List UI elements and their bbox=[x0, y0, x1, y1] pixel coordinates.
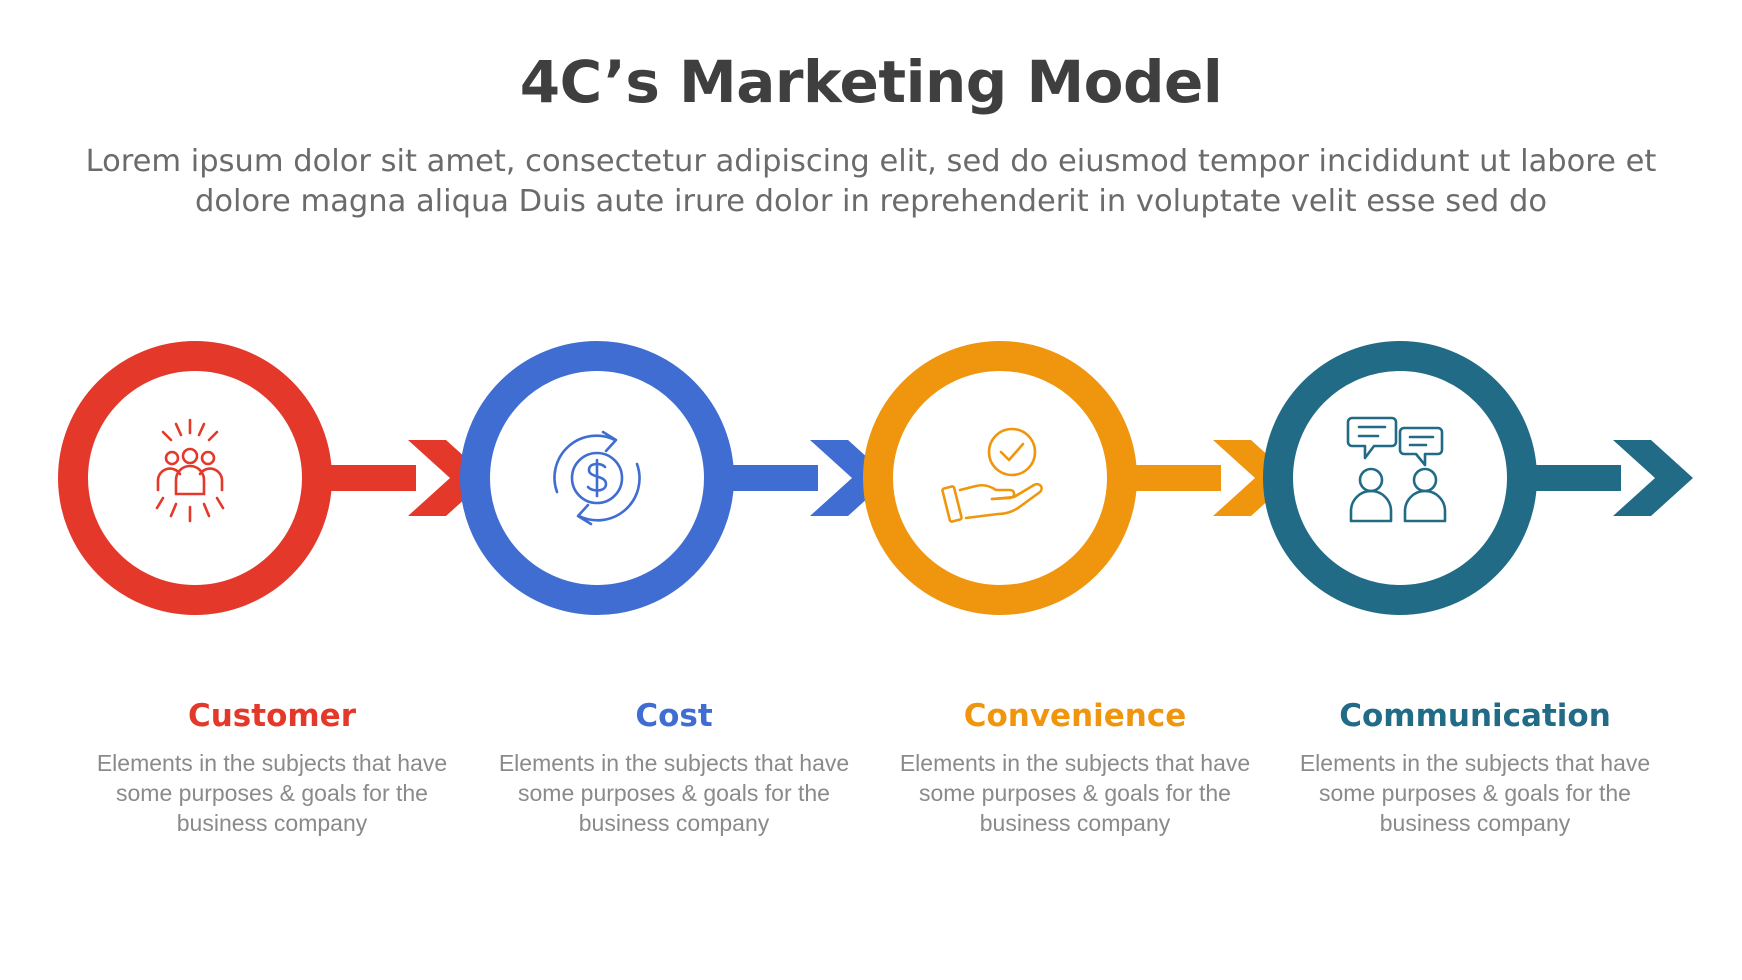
step-label-convenience: Convenience bbox=[963, 698, 1187, 734]
chat-people-icon bbox=[1346, 416, 1447, 523]
step-label-cost: Cost bbox=[635, 698, 713, 734]
step-communication bbox=[1263, 341, 1693, 615]
step-customer-arrow-shaft bbox=[326, 465, 416, 491]
step-communication-ring bbox=[1263, 341, 1537, 615]
step-communication-arrow-shaft bbox=[1531, 465, 1621, 491]
step-convenience-arrow-shaft bbox=[1131, 465, 1221, 491]
step-desc-customer: Elements in the subjects that have some … bbox=[96, 750, 448, 836]
step-cost bbox=[460, 341, 890, 615]
step-label-customer: Customer bbox=[187, 698, 356, 734]
step-customer bbox=[58, 341, 488, 615]
step-cost-ring bbox=[460, 341, 734, 615]
step-desc-convenience: Elements in the subjects that have some … bbox=[899, 750, 1251, 836]
step-label-communication: Communication bbox=[1339, 698, 1611, 734]
step-convenience bbox=[863, 341, 1293, 615]
customer-group-icon bbox=[155, 418, 225, 523]
dollar-cycle-icon bbox=[553, 430, 641, 526]
step-communication-arrow-head bbox=[1613, 440, 1693, 516]
page-title: 4C’s Marketing Model bbox=[519, 48, 1223, 116]
hand-check-icon bbox=[941, 427, 1043, 523]
step-desc-cost: Elements in the subjects that have some … bbox=[498, 750, 850, 836]
step-customer-ring bbox=[58, 341, 332, 615]
step-cost-arrow-shaft bbox=[728, 465, 818, 491]
step-desc-communication: Elements in the subjects that have some … bbox=[1299, 750, 1651, 836]
process-diagram bbox=[58, 341, 1693, 615]
page-subtitle: Lorem ipsum dolor sit amet, consectetur … bbox=[85, 144, 1657, 219]
step-convenience-ring bbox=[863, 341, 1137, 615]
